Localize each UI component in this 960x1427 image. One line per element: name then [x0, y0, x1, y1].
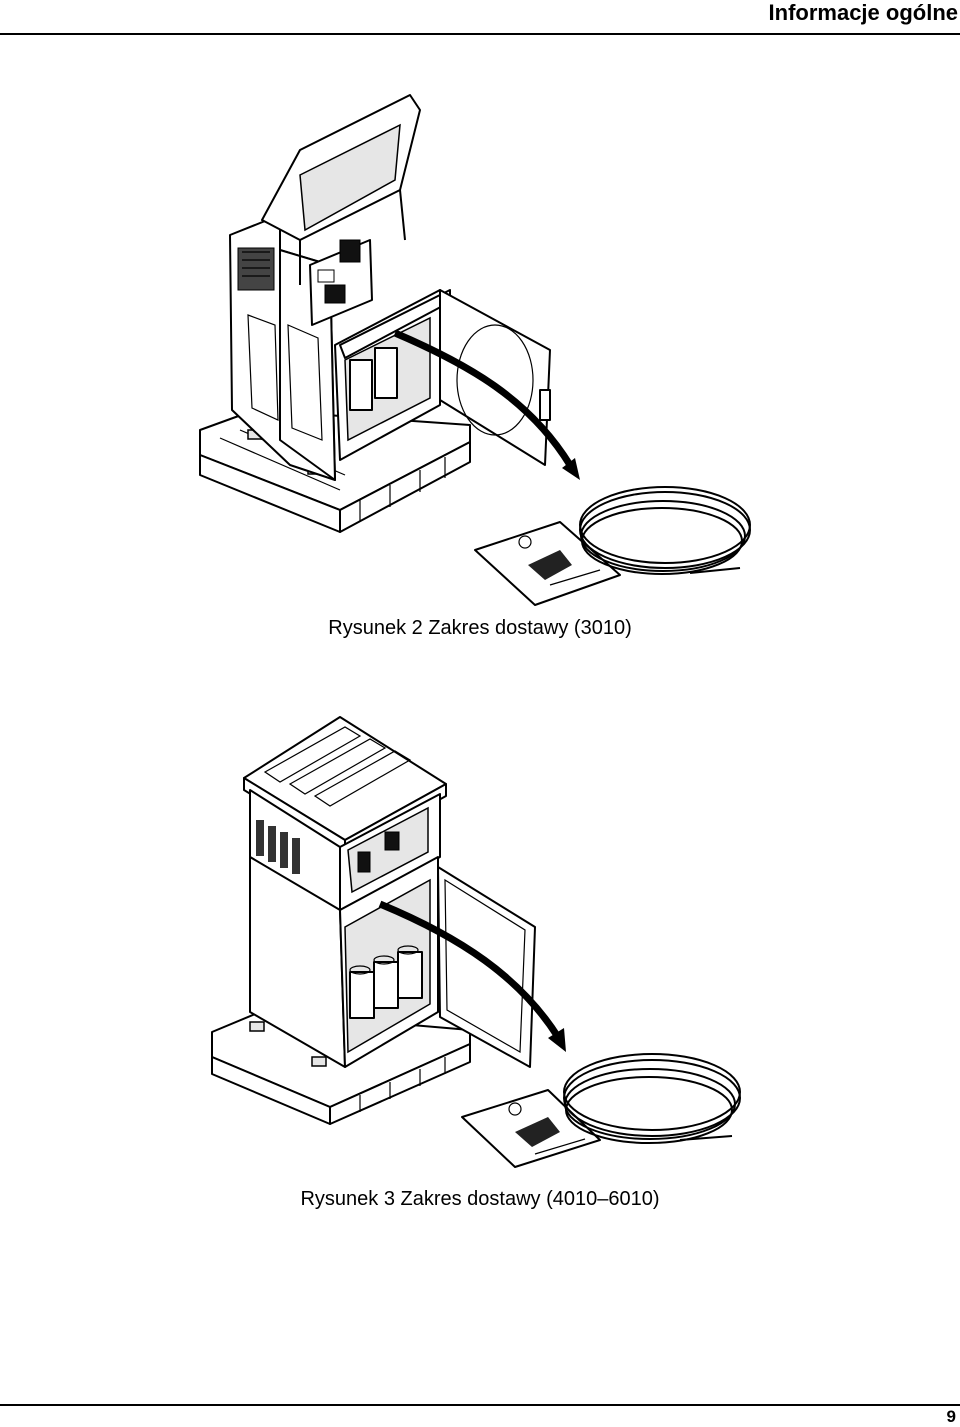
- analyzer-3010-illustration: [199, 94, 751, 606]
- open-door: [437, 866, 536, 1068]
- vent-grille: [256, 820, 300, 874]
- header-divider: [0, 33, 960, 35]
- footer-divider: [0, 1404, 960, 1406]
- tubing-coil-illustration: [563, 1053, 741, 1144]
- section-title: Informacje ogólne: [768, 0, 958, 25]
- cabinet-upper: [243, 716, 447, 913]
- open-lid: [261, 94, 421, 285]
- open-door: [439, 289, 551, 466]
- tubing-coil-illustration: [579, 486, 751, 575]
- figure-2: [0, 80, 960, 610]
- manual-booklet-illustration: [474, 521, 621, 606]
- arrow-illustration: [393, 329, 580, 480]
- cabinet-body: [229, 214, 451, 481]
- page-number: 9: [946, 1407, 956, 1426]
- cabinet-lower: [249, 856, 439, 1068]
- figure-3-caption: Rysunek 3 Zakres dostawy (4010–6010): [300, 1188, 660, 1210]
- page-header: Informacje ogólne: [0, 0, 960, 36]
- figure-2-caption: Rysunek 2 Zakres dostawy (3010): [328, 617, 632, 639]
- arrow-illustration: [378, 900, 566, 1052]
- analyzer-4010-6010-illustration: [211, 716, 741, 1168]
- figure-3: [0, 712, 960, 1182]
